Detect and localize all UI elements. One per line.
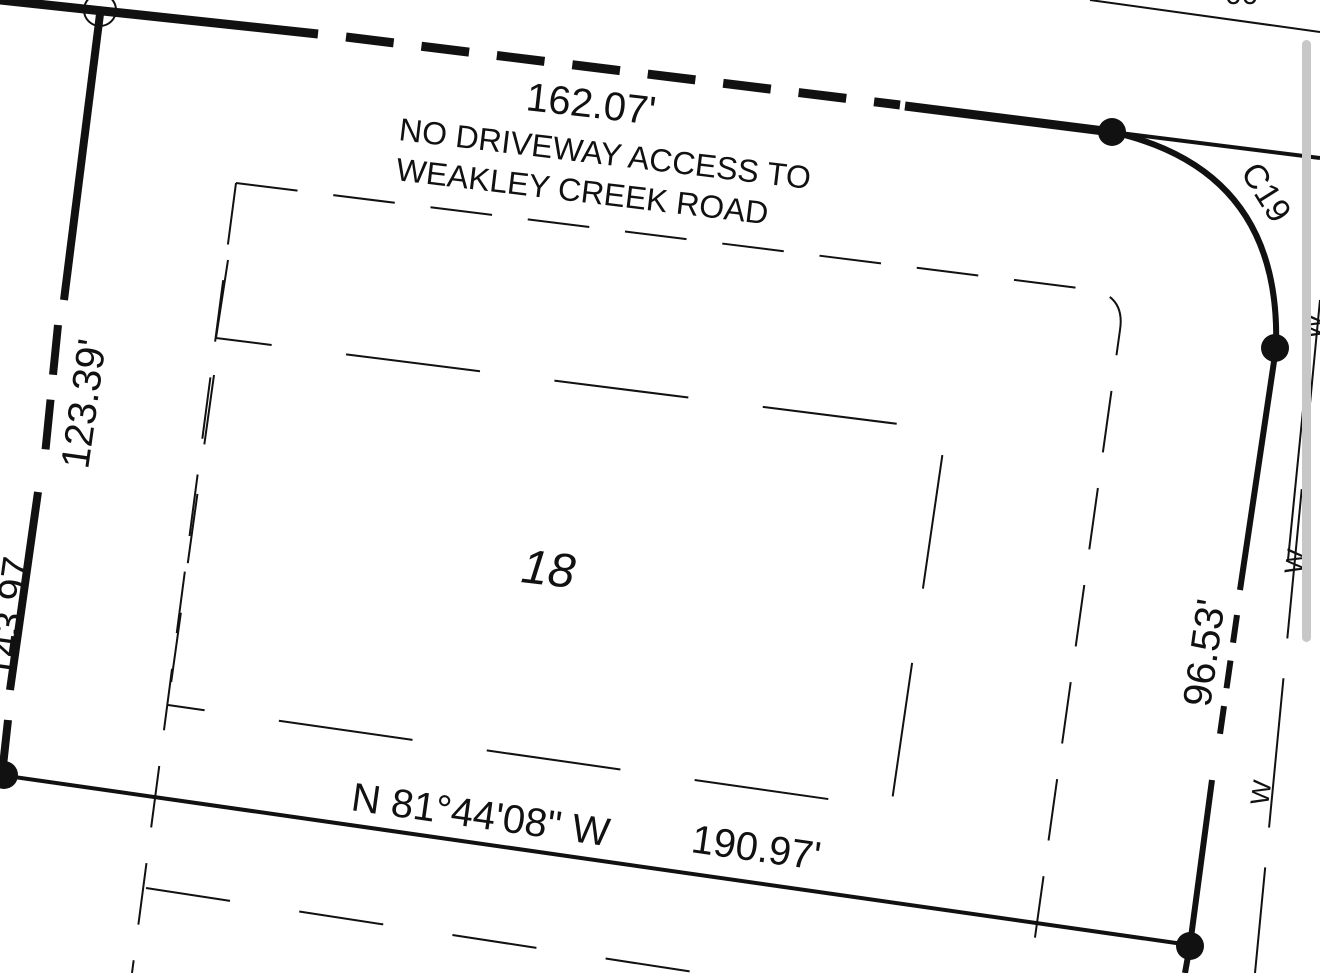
south-boundary (0, 773, 1191, 947)
curve-label: C19 (1233, 156, 1298, 229)
west-partial-dimension-label: 143.97 (0, 554, 40, 681)
waterline-marker-lower: W (1244, 778, 1277, 807)
north-boundary (0, 0, 1320, 160)
neighbor-lot-line (1089, 0, 1320, 33)
south-dimension-label: 190.97' (689, 817, 824, 879)
lower-setback-line (145, 887, 701, 973)
north-dimension-label: 162.07' (524, 75, 658, 133)
corner-dot-southeast (1176, 932, 1204, 960)
building-envelope (167, 259, 948, 810)
east-dimension-label: 96.53' (1175, 596, 1234, 709)
setback-line-outer (235, 182, 1122, 973)
setback-line-outer-west (131, 182, 237, 973)
west-boundary (0, 13, 104, 776)
lot-number: 18 (519, 540, 578, 599)
vertical-scrollbar[interactable] (1302, 40, 1311, 642)
east-boundary (1111, 129, 1280, 973)
corner-dot-southwest (0, 761, 18, 789)
west-dimension-label: 123.39' (53, 336, 115, 471)
partial-top-label: 00 (1225, 0, 1258, 11)
corner-dot-northeast (1098, 118, 1126, 146)
inner-west-line (167, 374, 215, 706)
corner-dot-curve-end (1261, 334, 1289, 362)
